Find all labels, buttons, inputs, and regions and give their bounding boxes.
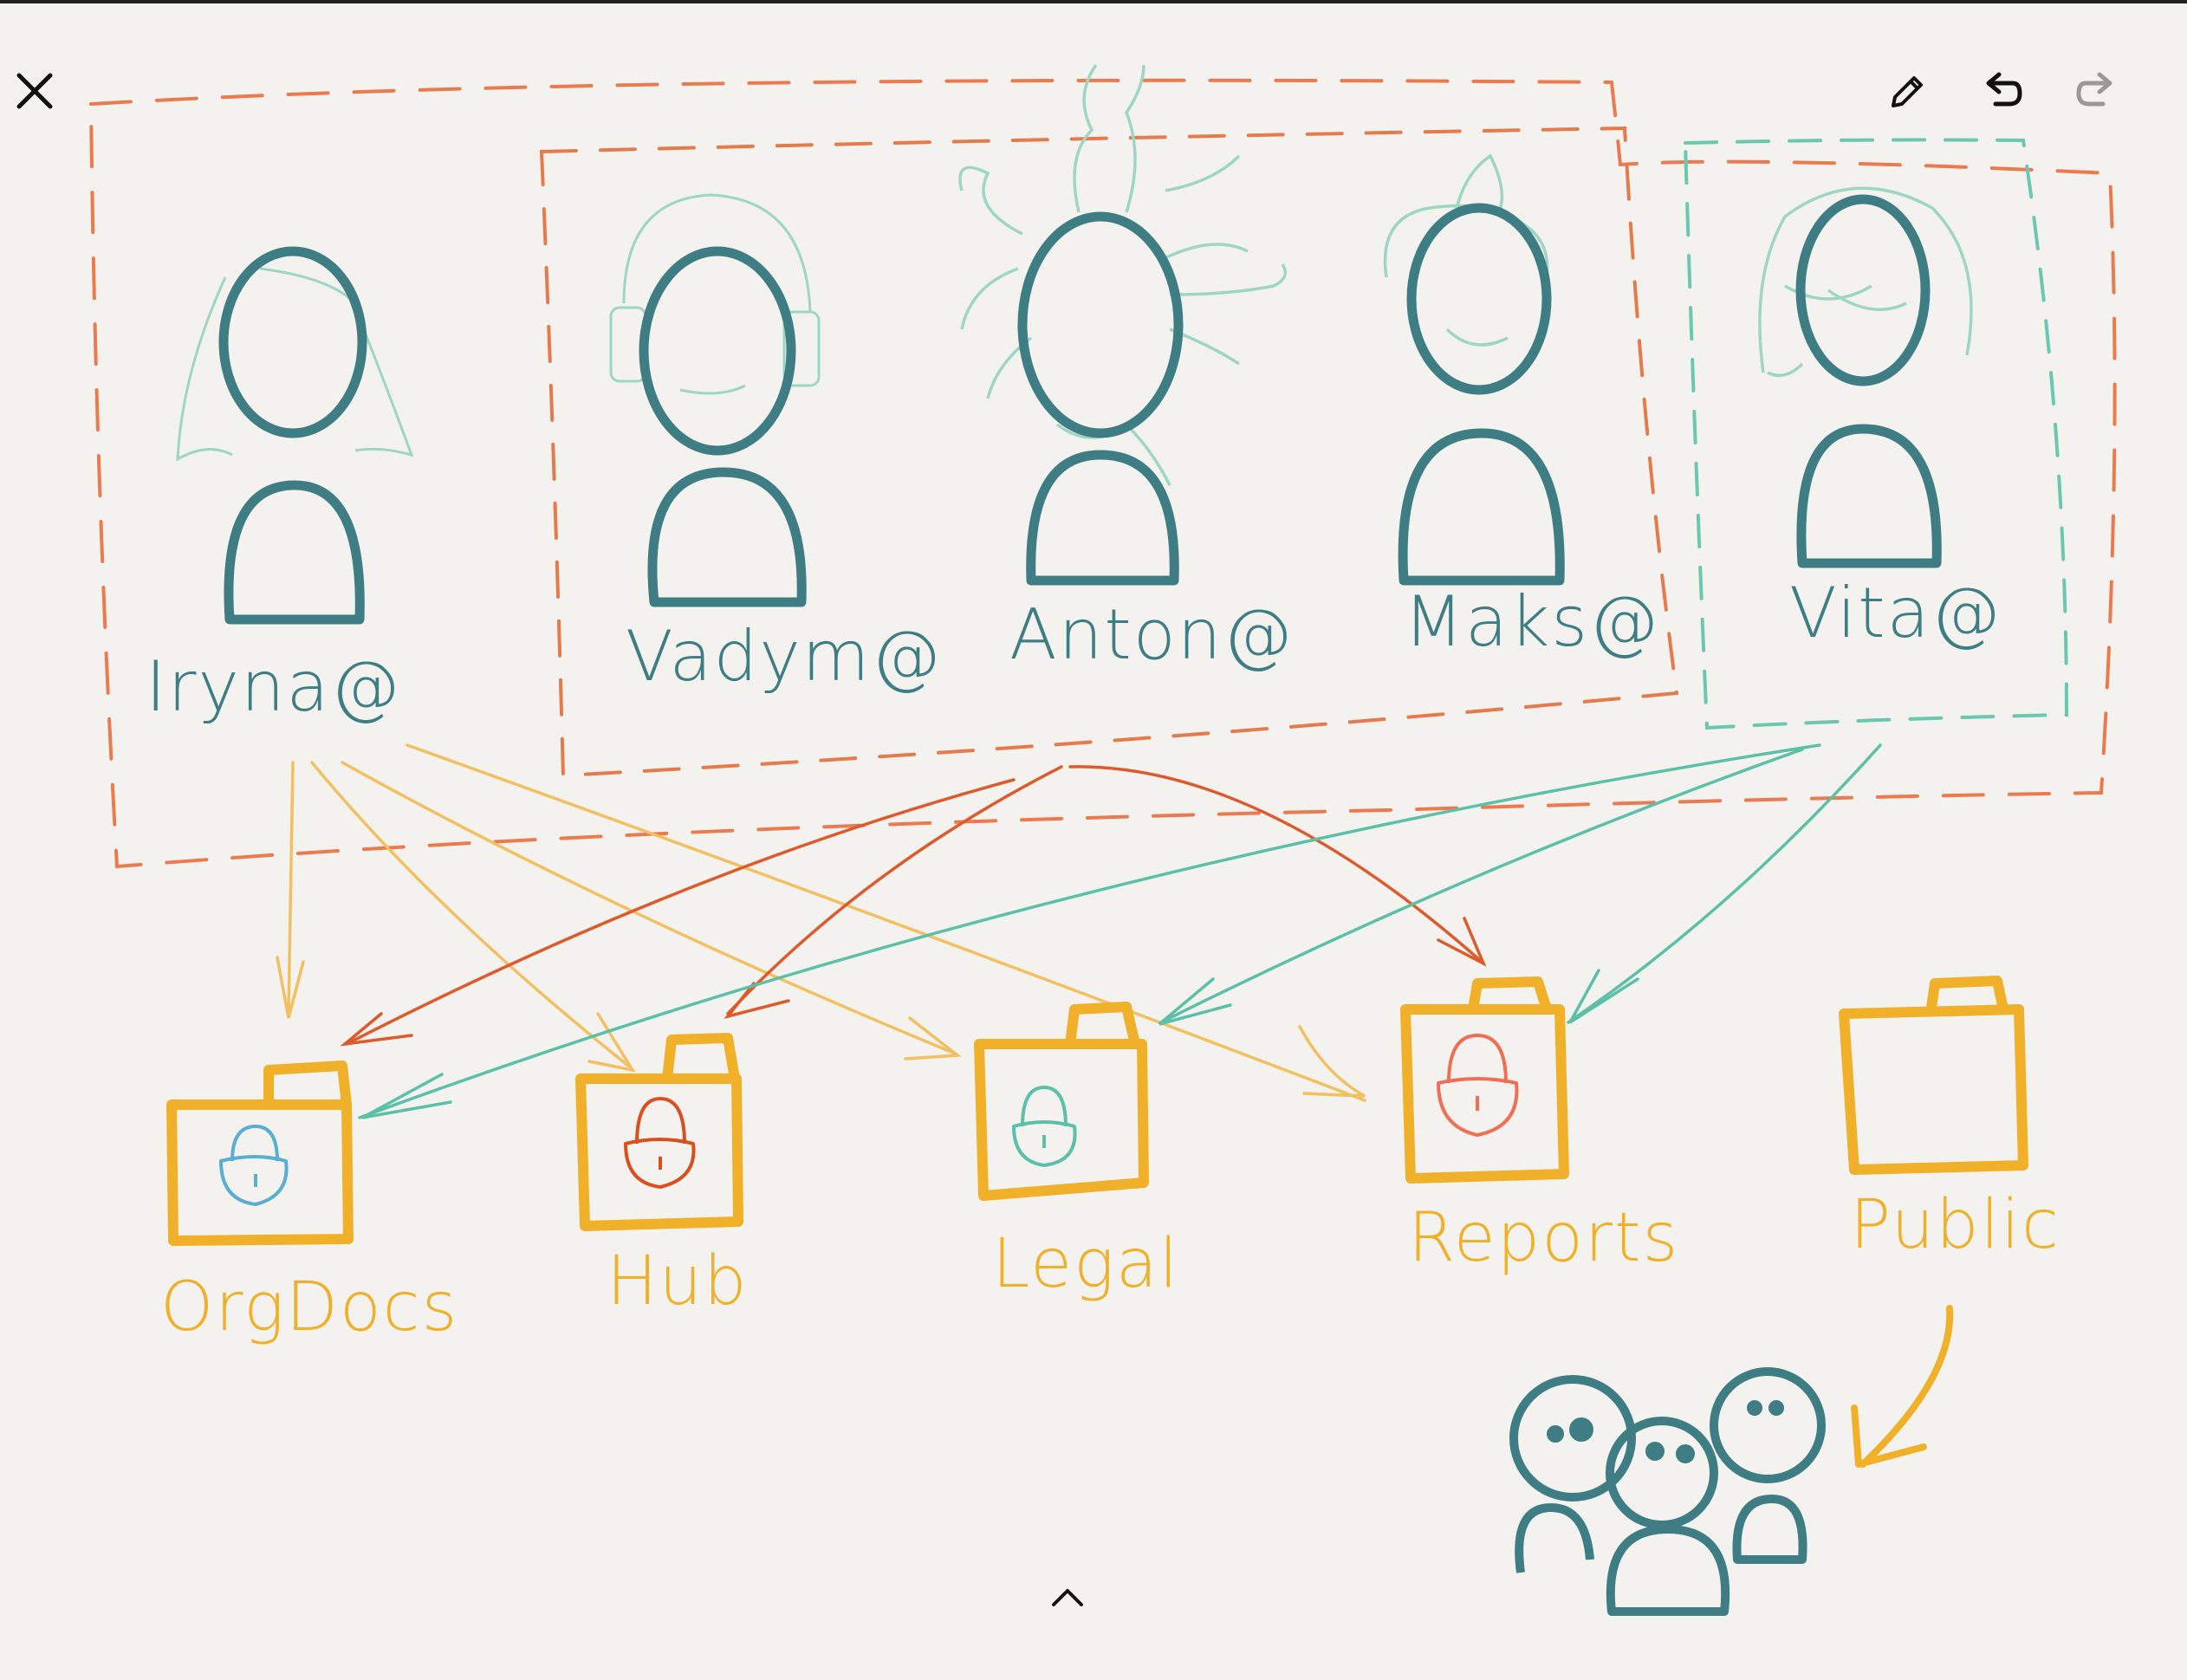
undo-icon [1986, 72, 2022, 107]
group-frame-teal [1683, 138, 2069, 730]
label-anton: Anton@ [1009, 594, 1294, 675]
window-top-border [0, 0, 2187, 3]
close-button[interactable] [4, 61, 65, 121]
lock-icon [1437, 1034, 1519, 1137]
head [639, 246, 796, 456]
head [218, 246, 367, 438]
arrow-public-to-crowd [1851, 1305, 1954, 1468]
lock-icon [1012, 1086, 1077, 1167]
folder-shape [575, 1033, 743, 1231]
crowd-icon [1509, 1367, 1826, 1616]
folder-orgdocs[interactable] [166, 1061, 354, 1246]
body [224, 480, 365, 625]
person-anton[interactable] [958, 63, 1288, 586]
hair-sketch [958, 63, 1288, 486]
person-vita[interactable] [1758, 186, 1973, 568]
hair-sketch [1758, 186, 1973, 378]
label-public: Public [1850, 1186, 2060, 1264]
group-frame-outer [88, 78, 2117, 869]
lock-icon [219, 1125, 289, 1206]
group-frame-inner [539, 126, 1679, 778]
person-maks[interactable] [1383, 153, 1565, 586]
head [1795, 194, 1931, 386]
person-iryna[interactable] [176, 246, 414, 625]
label-legal: Legal [992, 1225, 1179, 1303]
body [1398, 428, 1565, 586]
arrows-anton [340, 765, 1487, 1047]
label-iryna: Iryna@ [146, 646, 402, 727]
label-hub: Hub [607, 1242, 749, 1320]
body [1796, 424, 1942, 568]
close-icon [16, 73, 53, 109]
folder-reports[interactable] [1400, 976, 1569, 1184]
redo-button[interactable] [2067, 62, 2127, 123]
person-vadym[interactable] [609, 193, 821, 607]
pen-tool-button[interactable] [1876, 62, 1937, 123]
label-orgdocs: OrgDocs [160, 1268, 458, 1346]
lock-icon [624, 1097, 696, 1189]
chevron-up-icon [1052, 1589, 1083, 1606]
arrows-iryna [276, 743, 1366, 1102]
folder-public[interactable] [1839, 976, 2028, 1175]
label-maks: Maks@ [1404, 581, 1660, 662]
label-reports: Reports [1408, 1199, 1679, 1277]
pencil-icon [1892, 76, 1923, 107]
folder-shape [1400, 976, 1569, 1184]
arrows-vita [358, 743, 1882, 1119]
folder-legal[interactable] [974, 1002, 1149, 1201]
body [1026, 450, 1179, 586]
label-vita: Vita@ [1789, 573, 2002, 653]
head [1406, 203, 1552, 395]
folder-hub[interactable] [575, 1033, 743, 1231]
expand-panel-button[interactable] [1037, 1566, 1098, 1627]
undo-button[interactable] [1971, 62, 2032, 123]
folder-shape [974, 1002, 1149, 1201]
folder-shape [1839, 976, 2028, 1175]
folder-shape [166, 1061, 354, 1246]
label-vadym: Vadym@ [626, 616, 943, 697]
body [647, 467, 807, 607]
redo-icon [2076, 72, 2112, 107]
head [1017, 211, 1184, 438]
